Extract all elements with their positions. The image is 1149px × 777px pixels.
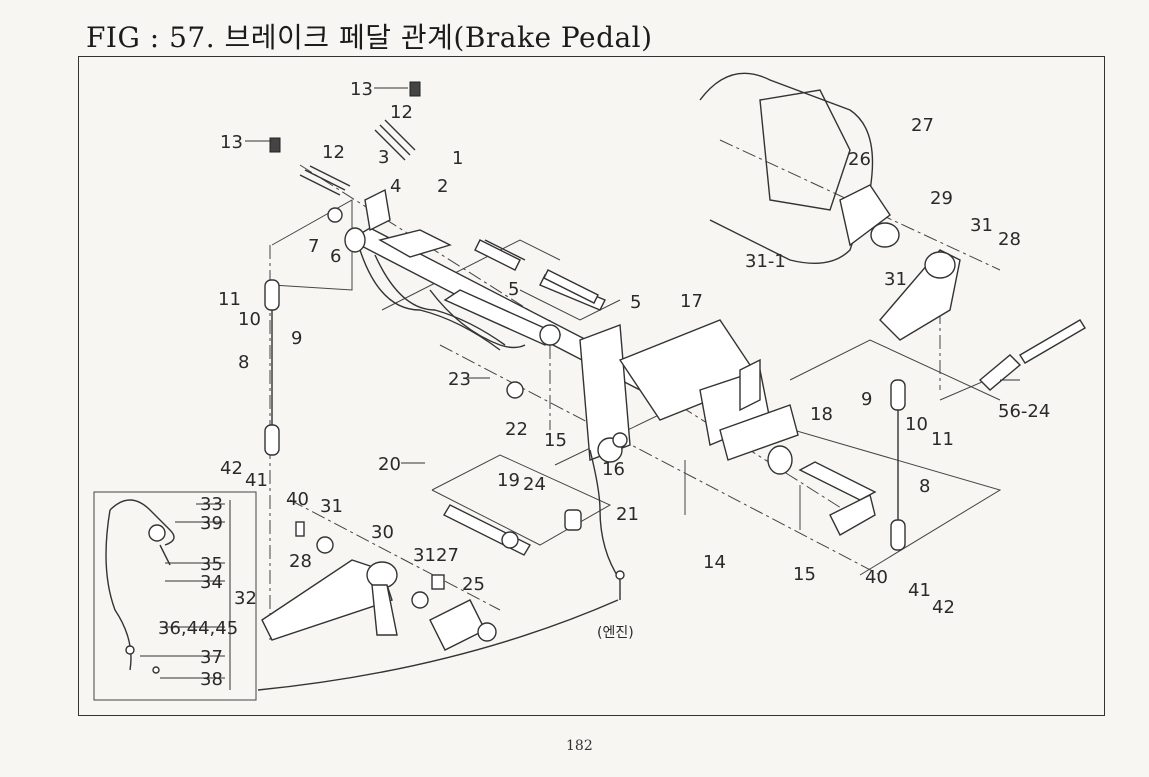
label-10b: 10 [905, 414, 928, 435]
label-29: 29 [930, 188, 953, 209]
label-31a: 31 [970, 215, 993, 236]
label-20: 20 [378, 454, 401, 475]
label-6: 6 [330, 246, 341, 267]
engine-label: (엔진) [597, 625, 634, 641]
label-21: 21 [616, 504, 639, 525]
label-3: 3 [378, 147, 389, 168]
inset-box [93, 491, 257, 701]
label-31-1: 31-1 [745, 251, 786, 272]
label-15a: 15 [544, 430, 567, 451]
label-41b: 41 [908, 580, 931, 601]
label-36-44-45: 36,44,45 [158, 618, 238, 639]
label-5a: 5 [508, 279, 519, 300]
label-27a: 27 [911, 115, 934, 136]
label-34: 34 [200, 572, 223, 593]
label-22: 22 [505, 419, 528, 440]
label-24: 24 [523, 474, 546, 495]
label-9b: 9 [861, 389, 872, 410]
label-11a: 11 [218, 289, 241, 310]
label-32: 32 [234, 588, 257, 609]
label-30: 30 [371, 522, 394, 543]
label-2: 2 [437, 176, 448, 197]
label-28a: 28 [998, 229, 1021, 250]
label-25: 25 [462, 574, 485, 595]
label-15b: 15 [793, 564, 816, 585]
label-9a: 9 [291, 328, 302, 349]
label-23: 23 [448, 369, 471, 390]
label-37: 37 [200, 647, 223, 668]
label-35: 35 [200, 554, 223, 575]
label-12a: 12 [390, 102, 413, 123]
label-8a: 8 [238, 352, 249, 373]
lower-pedal-assembly [261, 521, 497, 651]
label-39: 39 [200, 513, 223, 534]
label-19: 19 [497, 470, 520, 491]
label-11b: 11 [931, 429, 954, 450]
label-26: 26 [848, 149, 871, 170]
leader-lines [140, 87, 1020, 690]
label-1: 1 [452, 148, 463, 169]
part-labels: 13 12 13 12 3 1 2 4 7 6 5 5 11 10 9 8 17… [158, 79, 1050, 690]
figure-title: FIG : 57. 브레이크 페달 관계(Brake Pedal) [86, 21, 653, 54]
label-31d: 31 [413, 545, 436, 566]
label-4: 4 [390, 176, 401, 197]
label-40a: 40 [286, 489, 309, 510]
label-10a: 10 [238, 309, 261, 330]
label-17: 17 [680, 291, 703, 312]
label-28b: 28 [289, 551, 312, 572]
label-42b: 42 [932, 597, 955, 618]
label-41a: 41 [245, 470, 268, 491]
pedal-shaft-assembly [344, 227, 877, 536]
page-number: 182 [566, 738, 593, 754]
label-7: 7 [308, 236, 319, 257]
label-18: 18 [810, 404, 833, 425]
label-13b: 13 [220, 132, 243, 153]
bracket-assembly [699, 72, 1086, 391]
label-31b: 31 [884, 269, 907, 290]
label-12b: 12 [322, 142, 345, 163]
diagram-frame [78, 56, 1105, 716]
label-27b: 27 [436, 545, 459, 566]
label-14: 14 [703, 552, 726, 573]
label-40b: 40 [865, 567, 888, 588]
engine-cable-line [257, 599, 619, 691]
inset-cable [105, 499, 175, 674]
label-38: 38 [200, 669, 223, 690]
label-8b: 8 [919, 476, 930, 497]
label-5b: 5 [630, 292, 641, 313]
label-42a: 42 [220, 458, 243, 479]
label-31c: 31 [320, 496, 343, 517]
label-33: 33 [200, 494, 223, 515]
label-13a: 13 [350, 79, 373, 100]
label-16: 16 [602, 459, 625, 480]
linkage-parts [264, 81, 906, 600]
label-56-24: 56-24 [998, 401, 1050, 422]
